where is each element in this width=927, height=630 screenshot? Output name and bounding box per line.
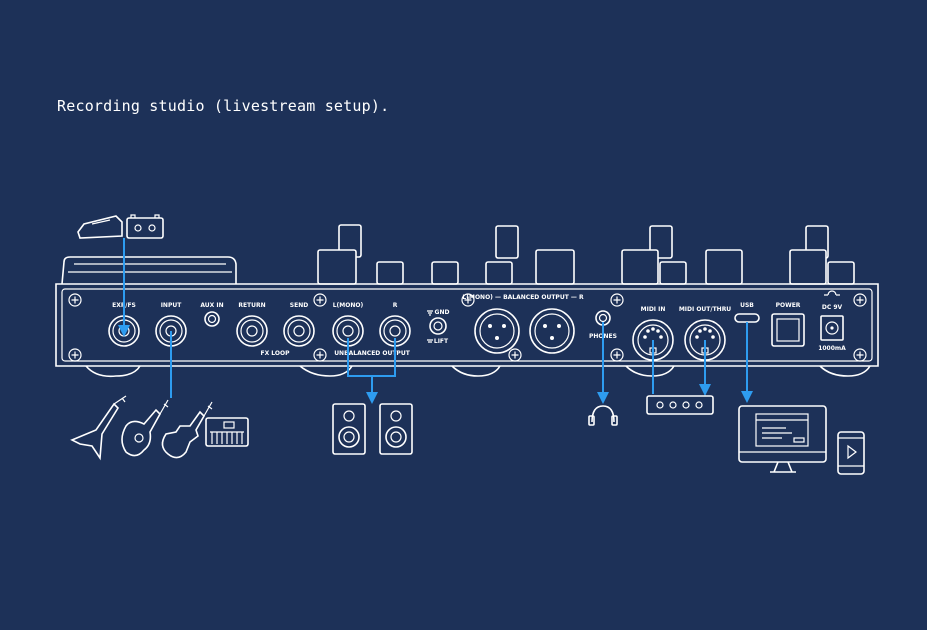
expression-pedal-icon	[77, 215, 123, 239]
label-dc-9v: DC 9V	[822, 304, 843, 311]
ground-lift-switch: GND LIFT	[427, 309, 449, 345]
studio-monitor-right-icon	[379, 403, 413, 455]
xlr-output-left	[474, 308, 520, 354]
dc-polarity-icon	[824, 290, 840, 296]
studio-monitor-left-icon	[332, 403, 366, 455]
smartphone-icon	[837, 431, 865, 475]
label-input: INPUT	[161, 302, 183, 309]
ground-icon	[427, 310, 433, 316]
label-return: RETURN	[238, 302, 265, 309]
footswitch-icon	[126, 214, 164, 239]
power-switch	[771, 313, 805, 347]
label-midi-out-thru: MIDI OUT/THRU	[679, 306, 731, 313]
label-midi-in: MIDI IN	[641, 306, 666, 313]
electric-guitar-v-icon	[70, 395, 127, 461]
label-aux-in: AUX IN	[200, 302, 223, 309]
usb-port	[734, 313, 760, 323]
dc-power-jack	[820, 290, 844, 341]
device-top-silhouette	[61, 224, 855, 285]
label-balanced-output: L(MONO) — BALANCED OUTPUT — R	[462, 294, 584, 301]
label-power: POWER	[776, 302, 801, 309]
xlr-output-right	[529, 308, 575, 354]
panel-screws	[68, 293, 867, 362]
lift-icon	[427, 339, 433, 343]
label-send: SEND	[290, 302, 308, 309]
connection-arrows	[118, 238, 753, 404]
label-l-mono: L(MONO)	[333, 302, 364, 309]
diagram-caption: Recording studio (livestream setup).	[57, 97, 390, 115]
jack-aux-in	[204, 311, 220, 327]
midi-keyboard-icon	[205, 417, 249, 447]
label-unbalanced-output: UNBALANCED OUTPUT	[334, 350, 411, 357]
headphones-icon	[588, 405, 618, 426]
electric-guitar-icon	[161, 401, 213, 459]
label-usb: USB	[740, 302, 754, 309]
label-current: 1000mA	[818, 345, 846, 352]
jack-return	[236, 315, 268, 347]
label-r: R	[393, 302, 398, 309]
jack-send	[283, 315, 315, 347]
label-lift: LIFT	[434, 338, 449, 345]
computer-monitor-icon	[738, 405, 827, 473]
midi-device-icon	[646, 395, 714, 415]
label-fx-loop: FX LOOP	[260, 350, 290, 357]
rear-panel	[55, 283, 879, 378]
acoustic-guitar-icon	[121, 399, 169, 457]
label-gnd: GND	[435, 309, 450, 316]
